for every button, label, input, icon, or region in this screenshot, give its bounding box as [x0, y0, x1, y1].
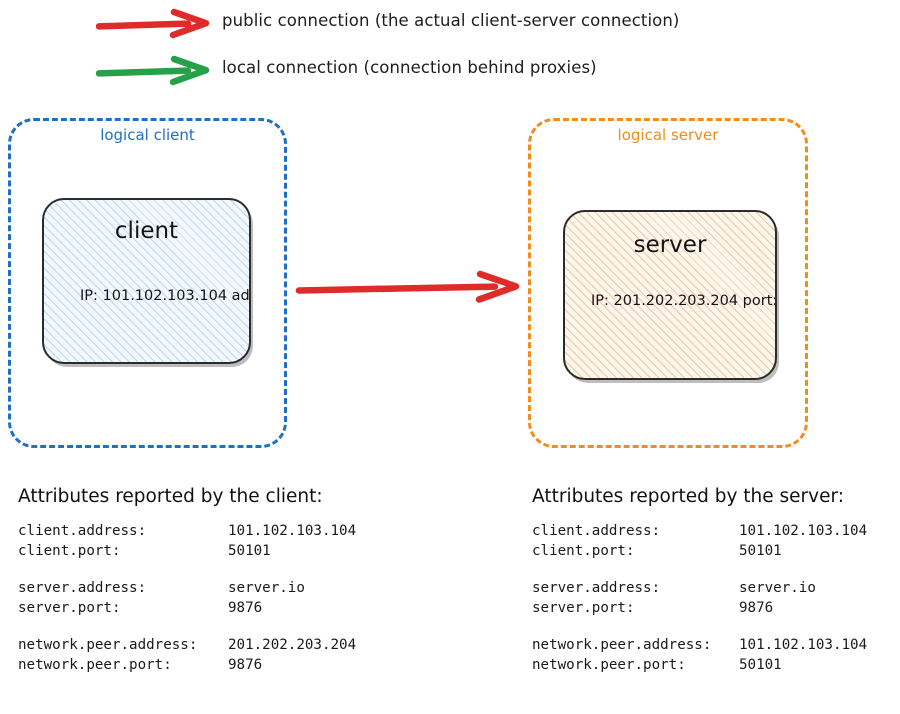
attr-value: 50101 — [739, 543, 782, 559]
attr-key: server.port: — [18, 600, 121, 616]
legend-item-local: local connection (connection behind prox… — [0, 55, 900, 89]
attr-key: server.port: — [532, 600, 635, 616]
attr-key: client.address: — [532, 523, 661, 539]
attr-key: network.peer.address: — [532, 637, 712, 653]
attr-key: client.address: — [18, 523, 147, 539]
attr-key: client.port: — [532, 543, 635, 559]
attr-key: network.peer.port: — [18, 657, 172, 673]
server-node-details: IP: 201.202.203.204 port: 9876 address: … — [591, 293, 777, 309]
attr-value: 101.102.103.104 — [739, 637, 868, 653]
red-arrow-icon — [95, 8, 212, 42]
attr-group: client.address: 101.102.103.104 client.p… — [532, 521, 867, 561]
logical-client-container — [8, 118, 287, 448]
legend-item-public: public connection (the actual client-ser… — [0, 8, 900, 42]
table-row: client.port: 50101 — [532, 541, 867, 561]
server-attributes-table: Attributes reported by the server: clien… — [532, 486, 867, 675]
client-attributes-heading: Attributes reported by the client: — [18, 486, 323, 507]
attr-value: 9876 — [739, 600, 774, 616]
server-node-title: server — [633, 232, 707, 258]
table-row: network.peer.port: 50101 — [532, 655, 867, 675]
attr-key: client.port: — [18, 543, 121, 559]
table-row: network.peer.address: 201.202.203.204 — [18, 635, 356, 655]
attr-group: server.address: server.io server.port: 9… — [532, 578, 867, 618]
attr-value: 9876 — [228, 600, 263, 616]
table-row: client.address: 101.102.103.104 — [532, 521, 867, 541]
attr-group: client.address: 101.102.103.104 client.p… — [18, 521, 356, 561]
green-arrow-icon — [95, 55, 212, 89]
attr-key: network.peer.address: — [18, 637, 198, 653]
attr-value: server.io — [739, 580, 816, 596]
table-row: server.address: server.io — [18, 578, 356, 598]
logical-client-label: logical client — [100, 126, 195, 144]
client-node-details: IP: 101.102.103.104 address: client.io — [80, 288, 250, 304]
table-row: server.port: 9876 — [532, 598, 867, 618]
attr-group: server.address: server.io server.port: 9… — [18, 578, 356, 618]
red-arrow-icon — [295, 266, 523, 310]
attr-value: 101.102.103.104 — [228, 523, 357, 539]
attr-value: 201.202.203.204 — [228, 637, 357, 653]
server-attributes-heading: Attributes reported by the server: — [532, 486, 844, 507]
logical-server-container — [528, 118, 808, 448]
attr-group: network.peer.address: 201.202.203.204 ne… — [18, 635, 356, 675]
table-row: server.address: server.io — [532, 578, 867, 598]
attr-value: 9876 — [228, 657, 263, 673]
legend-label-local: local connection (connection behind prox… — [222, 58, 597, 77]
attr-key: server.address: — [532, 580, 661, 596]
attr-key: network.peer.port: — [532, 657, 686, 673]
table-row: client.address: 101.102.103.104 — [18, 521, 356, 541]
client-node: client IP: 101.102.103.104 address: clie… — [42, 198, 251, 364]
table-row: server.port: 9876 — [18, 598, 356, 618]
attr-value: 101.102.103.104 — [739, 523, 868, 539]
client-node-title: client — [114, 218, 179, 244]
client-attributes-table: Attributes reported by the client: clien… — [18, 486, 356, 675]
table-row: network.peer.address: 101.102.103.104 — [532, 635, 867, 655]
logical-server-label: logical server — [617, 126, 719, 144]
table-row: network.peer.port: 9876 — [18, 655, 356, 675]
attr-key: server.address: — [18, 580, 147, 596]
attr-value: 50101 — [739, 657, 782, 673]
legend-label-public: public connection (the actual client-ser… — [222, 11, 680, 30]
server-node: server IP: 201.202.203.204 port: 9876 ad… — [563, 210, 777, 380]
attr-value: server.io — [228, 580, 305, 596]
table-row: client.port: 50101 — [18, 541, 356, 561]
attr-group: network.peer.address: 101.102.103.104 ne… — [532, 635, 867, 675]
attr-value: 50101 — [228, 543, 271, 559]
